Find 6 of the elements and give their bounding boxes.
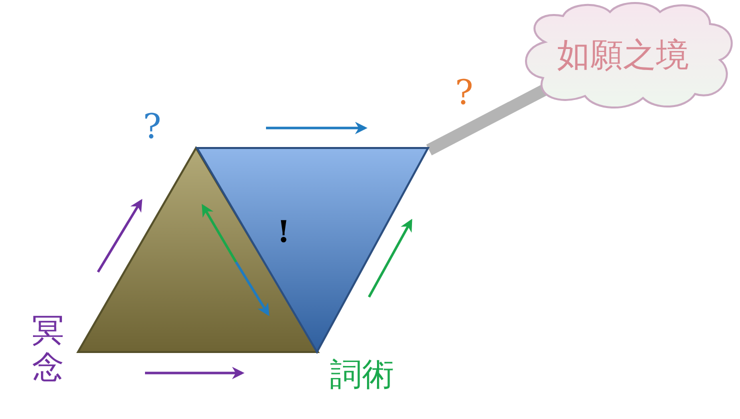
vertical-label: 冥念 [32,312,65,386]
cloud-label: 如願之境 [557,38,689,71]
exclamation-mark: ! [277,218,290,248]
question-mark: ? [143,110,162,144]
question-mark: ? [455,76,474,110]
text-label: 詞術 [330,358,394,390]
